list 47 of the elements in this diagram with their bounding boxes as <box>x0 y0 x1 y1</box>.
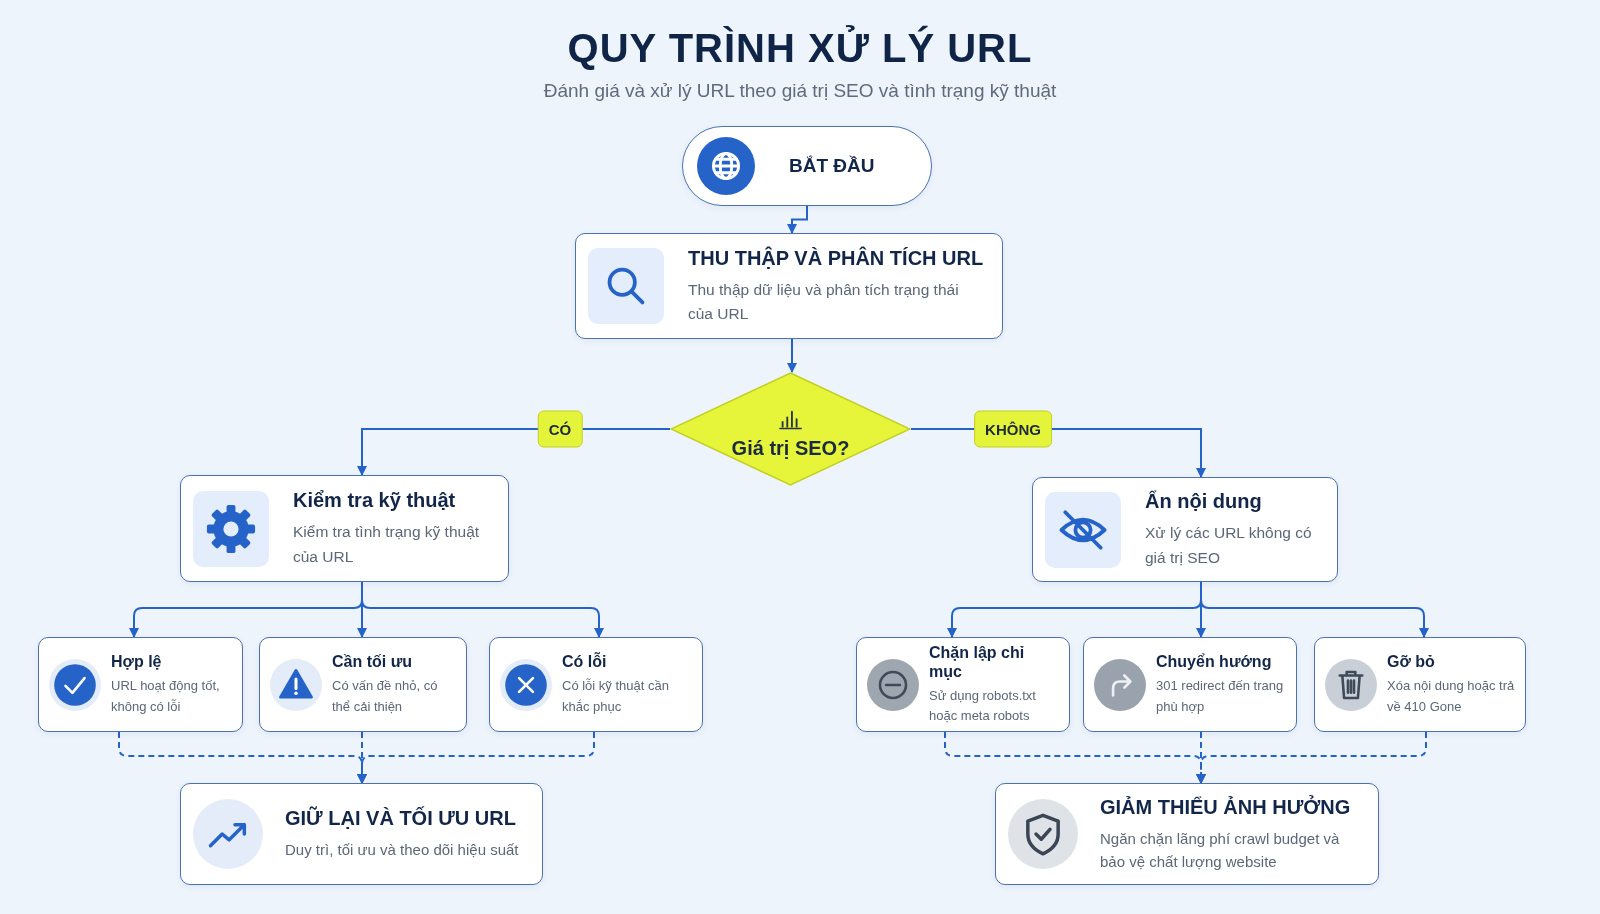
arrow <box>787 205 808 234</box>
arrow <box>787 338 797 373</box>
process-box <box>180 475 509 582</box>
process-box <box>575 233 1003 339</box>
box-title: GIẢM THIỂU ẢNH HƯỞNG <box>1100 794 1351 819</box>
box-title: BẮT ĐẦU <box>789 154 875 178</box>
box-description: Xử lý các URL không có giá trị SEO <box>1145 523 1313 568</box>
process-box <box>489 637 703 732</box>
box-title: Có lỗi <box>562 652 607 672</box>
box-description: Kiểm tra tình trạng kỹ thuật của URL <box>293 522 481 567</box>
box-title: THU THẬP VÀ PHÂN TÍCH URL <box>688 246 984 270</box>
box-description: Có lỗi kỹ thuật cần khắc phục <box>562 677 670 716</box>
box-description: Duy trì, tối ưu và theo dõi hiệu suất <box>285 840 519 861</box>
edge-label: KHÔNG <box>974 410 1052 448</box>
decision-diamond <box>670 372 911 486</box>
box-description: URL hoạt động tốt, không có lỗi <box>111 677 221 716</box>
dashed-arrow <box>357 731 595 784</box>
subtitle: Đánh giá và xử lý URL theo giá trị SEO và tình trạng kỹ thuật <box>543 80 1057 101</box>
box-description: Có vấn đề nhỏ, có thể cải thiện <box>332 677 439 716</box>
arrow <box>1200 581 1429 638</box>
box-title: GIỮ LẠI VÀ TỐI ƯU URL <box>285 806 516 831</box>
box-description: Xóa nội dung hoặc trả về 410 Gone <box>1387 677 1515 716</box>
arrow <box>357 428 671 476</box>
edge-label: CÓ <box>537 410 583 448</box>
arrow <box>361 581 604 638</box>
box-title: Kiểm tra kỹ thuật <box>293 488 456 513</box>
box-description: 301 redirect đến trang phù hợp <box>1156 677 1285 716</box>
process-box <box>1083 637 1297 732</box>
box-title: Chặn lập chỉ mục <box>929 642 1026 682</box>
process-box <box>259 637 467 732</box>
process-box <box>1032 477 1338 582</box>
process-box <box>38 637 243 732</box>
process-box <box>856 637 1070 732</box>
box-title: Gỡ bỏ <box>1387 652 1435 672</box>
box-description: Ngăn chặn lãng phí crawl budget và bảo vệ chất lượng website <box>1100 828 1341 872</box>
diagram-title: QUY TRÌNH XỬ LÝ URL <box>567 26 1033 70</box>
process-box <box>180 783 543 885</box>
box-description: Thu thập dữ liệu và phân tích trạng thái của URL <box>688 280 960 324</box>
box-title: Hợp lệ <box>111 652 162 672</box>
process-box <box>995 783 1379 885</box>
decision-text: Giá trị SEO? <box>731 436 850 460</box>
box-title: Cần tối ưu <box>332 652 413 672</box>
box-description: Sử dụng robots.txt hoặc meta robots <box>929 687 1037 726</box>
process-box <box>1314 637 1526 732</box>
dashed-arrow <box>1196 731 1427 784</box>
box-title: Ẩn nội dung <box>1145 489 1262 514</box>
box-title: Chuyển hướng <box>1156 652 1272 672</box>
